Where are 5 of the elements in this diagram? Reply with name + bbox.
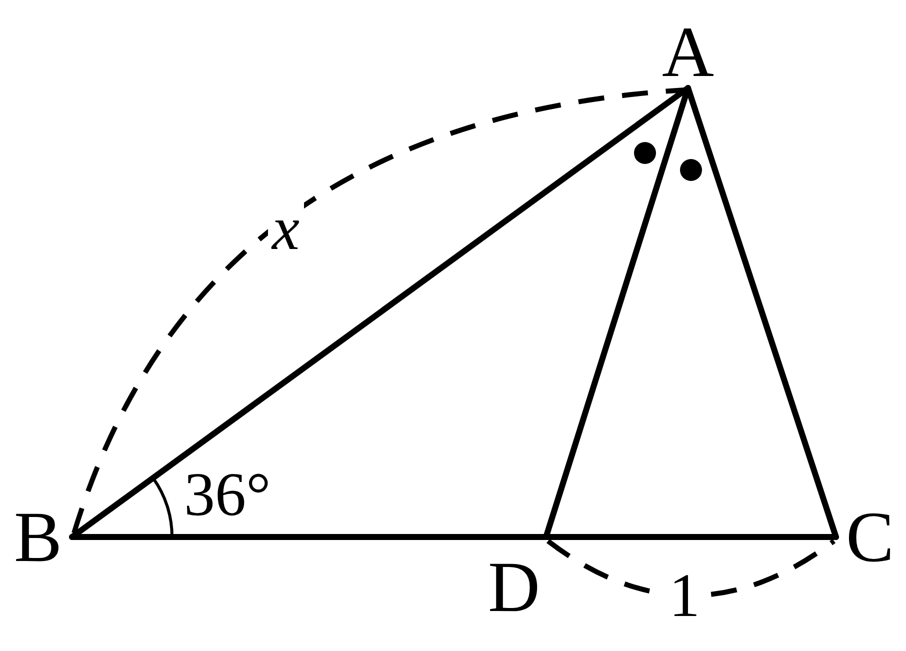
vertex-label: D xyxy=(488,551,540,623)
vertex-label: B xyxy=(14,501,62,573)
vertex-label: C xyxy=(846,501,894,573)
vertex-label: A xyxy=(662,16,714,88)
angle-label: 36° xyxy=(183,464,272,526)
